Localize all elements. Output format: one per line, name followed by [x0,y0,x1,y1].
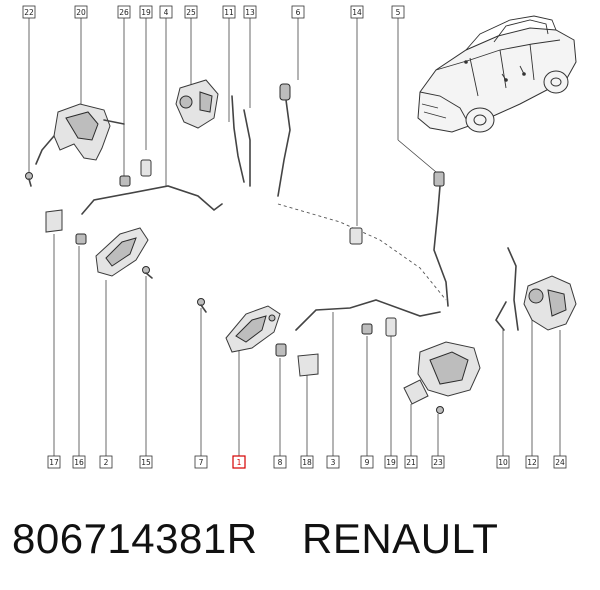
part-10-rod [495,301,507,331]
part-4-rod [81,185,223,215]
callout-12: 12 [527,458,537,467]
part-12-rod [507,247,519,331]
part-19-block [140,159,152,177]
part-number: 806714381R [12,515,258,562]
callout-8: 8 [278,458,283,467]
part-13-rod [243,109,251,187]
callout-20: 20 [76,8,86,17]
part-17-plate [45,209,63,233]
bottom-leader-lines [53,234,561,456]
car-illustration [417,15,577,133]
part-3-rod [295,299,441,331]
top-callouts: 22 20 26 19 4 25 11 13 6 14 5 [22,5,405,19]
callout-7: 7 [199,458,204,467]
callout-25: 25 [186,8,196,17]
footer-caption: 806714381R RENAULT [12,515,592,575]
dashed-guide [277,203,447,301]
part-26-clip [119,175,131,187]
part-16-clip [75,233,87,245]
callout-4: 4 [164,8,169,17]
part-22-screw [25,172,33,187]
top-leader-lines [28,18,437,226]
callout-24: 24 [555,458,565,467]
part-23-screw [436,406,444,414]
callout-10: 10 [498,458,508,467]
callout-2: 2 [104,458,109,467]
part-9-clip [361,323,373,335]
callout-14: 14 [352,8,362,17]
part-21-lock-mechanism [403,341,481,405]
part-25-actuator [175,79,219,129]
part-8-clip [275,343,287,357]
part-14-block [349,227,363,245]
callout-19-top: 19 [141,8,151,17]
callout-18: 18 [302,458,312,467]
part-5-rod [433,171,449,307]
part-18-plate [297,353,319,377]
callout-15: 15 [141,458,151,467]
callout-17: 17 [49,458,59,467]
callout-9: 9 [365,458,370,467]
callout-21: 21 [406,458,416,467]
callout-23: 23 [433,458,443,467]
part-6-cable [277,83,291,197]
callout-26: 26 [119,8,129,17]
part-2-inner-handle [95,227,149,277]
part-15-screw [142,266,153,279]
part-1-inner-handle-highlighted [225,305,281,353]
callout-22: 22 [24,8,34,17]
callout-3: 3 [331,458,336,467]
part-11-rod [231,95,245,183]
brand-name: RENAULT [302,515,499,562]
part-20-lock-housing [35,103,125,165]
part-7-screw [197,298,207,313]
callout-13: 13 [245,8,255,17]
callout-11: 11 [224,8,234,17]
callout-5: 5 [396,8,401,17]
callout-1-highlighted: 1 [237,458,242,467]
callout-16: 16 [74,458,84,467]
bottom-callouts: 17 16 2 15 7 1 8 18 3 9 19 21 23 10 12 2… [47,455,567,469]
part-24-rear-lock [523,275,577,331]
part-19-block-lower [385,317,397,337]
callout-6: 6 [296,8,301,17]
callout-19-bottom: 19 [386,458,396,467]
